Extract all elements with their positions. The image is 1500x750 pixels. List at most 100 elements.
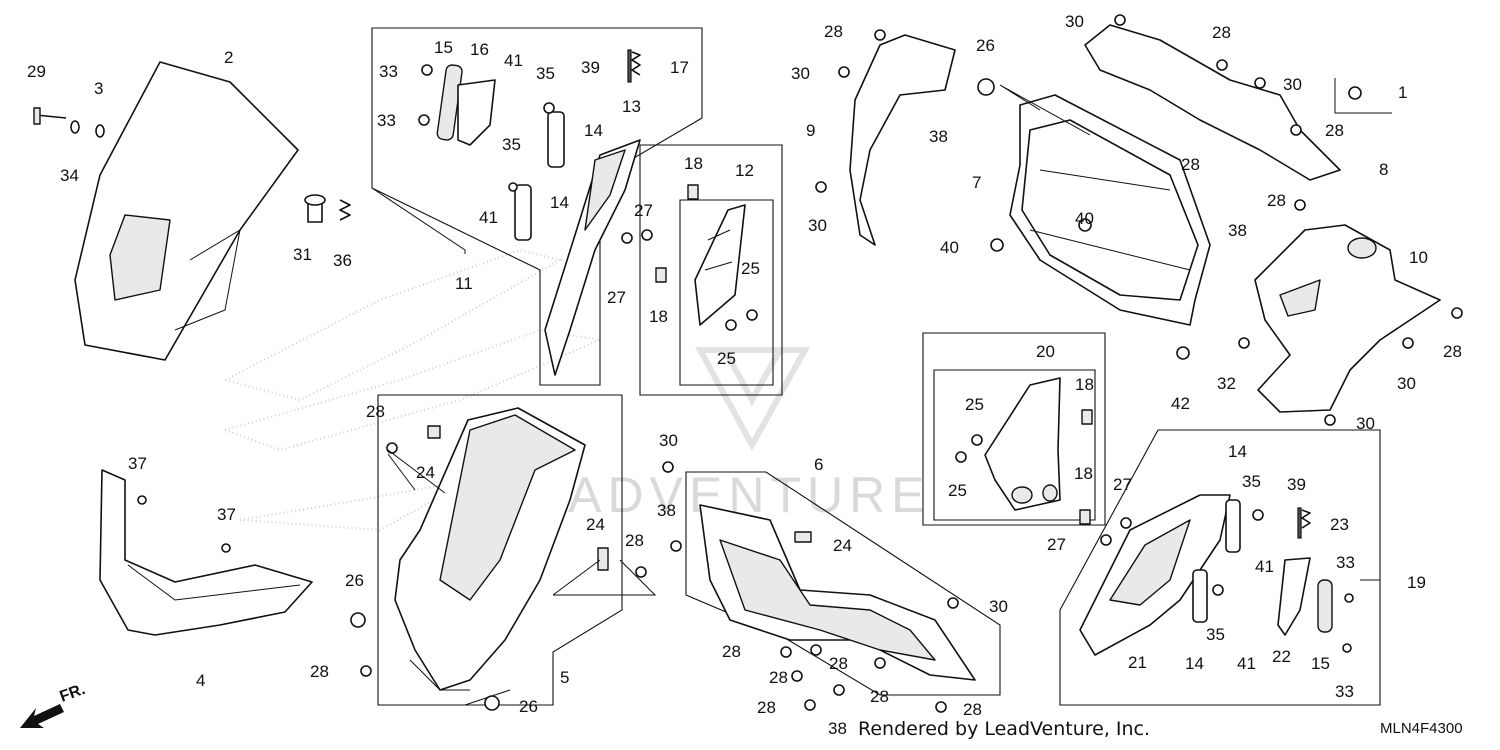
callout-labels: 1 2 3 4 5 6 7 8 9 10 11 12 13 14 14 14 1…	[27, 12, 1462, 738]
callout-18d: 18	[1074, 464, 1093, 483]
callout-27c: 27	[1113, 475, 1132, 494]
callout-6: 6	[814, 455, 823, 474]
callout-18b: 18	[649, 307, 668, 326]
callout-14b: 14	[550, 193, 569, 212]
callout-38d: 38	[828, 719, 847, 738]
callout-28i: 28	[310, 662, 329, 681]
callout-30b: 30	[791, 64, 810, 83]
bracket-part-20	[984, 377, 1061, 511]
callout-35b: 35	[502, 135, 521, 154]
callout-35d: 35	[1206, 625, 1225, 644]
callout-41b: 41	[479, 208, 498, 227]
callout-14c: 14	[1228, 442, 1247, 461]
callout-28g: 28	[366, 402, 385, 421]
callout-40b: 40	[940, 238, 959, 257]
cover-part-21	[1079, 494, 1231, 656]
group-frames	[371, 27, 1392, 706]
front-cowl-part-5	[394, 407, 586, 691]
clip-part-14d	[1192, 569, 1208, 623]
callout-25c: 25	[965, 395, 984, 414]
callout-28j: 28	[722, 642, 741, 661]
callout-28k: 28	[829, 654, 848, 673]
callout-25a: 25	[741, 259, 760, 278]
callout-16: 16	[470, 40, 489, 59]
callout-28d: 28	[1181, 155, 1200, 174]
callout-28a: 28	[824, 22, 843, 41]
stay-part-7	[1009, 94, 1211, 326]
callout-33a: 33	[379, 62, 398, 81]
leader-lines	[371, 84, 1380, 706]
callout-35a: 35	[536, 64, 555, 83]
callout-30e: 30	[1397, 374, 1416, 393]
spring-nut-part-36	[339, 199, 351, 221]
callout-4: 4	[196, 671, 205, 690]
callout-23: 23	[1330, 515, 1349, 534]
spring-part-17	[627, 49, 641, 83]
callout-18a: 18	[684, 154, 703, 173]
callout-2: 2	[224, 48, 233, 67]
callout-30h: 30	[989, 597, 1008, 616]
callout-15a: 15	[434, 38, 453, 57]
under-cover-part-6	[699, 504, 976, 681]
callout-36: 36	[333, 251, 352, 270]
rubber-part-15b	[1317, 579, 1333, 633]
callout-28n: 28	[757, 698, 776, 717]
callout-37b: 37	[217, 505, 236, 524]
screw-part-29	[33, 107, 67, 125]
callout-31: 31	[293, 245, 312, 264]
washer-part-3	[95, 124, 105, 138]
washer-part-34	[70, 120, 80, 134]
fasteners	[137, 14, 1463, 713]
diagram-code: MLN4F4300	[1380, 720, 1463, 737]
nut-part-18d	[1079, 509, 1091, 525]
callout-29: 29	[27, 62, 46, 81]
callout-41a: 41	[504, 51, 523, 70]
stay-part-13	[544, 139, 641, 376]
callout-18c: 18	[1075, 375, 1094, 394]
callout-5: 5	[560, 668, 569, 687]
garnish-part-4	[99, 469, 313, 636]
callout-41c: 41	[1255, 557, 1274, 576]
callout-28e: 28	[1267, 191, 1286, 210]
callout-28h: 28	[625, 531, 644, 550]
clip-part-14a	[547, 111, 565, 168]
callout-38b: 38	[1228, 221, 1247, 240]
cover-part-16	[457, 79, 496, 146]
callout-33b: 33	[377, 111, 396, 130]
front-direction-arrow: FR.	[20, 681, 88, 728]
callout-33d: 33	[1335, 682, 1354, 701]
callout-39a: 39	[581, 58, 600, 77]
callout-28c: 28	[1325, 121, 1344, 140]
callout-28f: 28	[1443, 342, 1462, 361]
callout-38c: 38	[657, 501, 676, 520]
callout-32: 32	[1217, 374, 1236, 393]
callout-11: 11	[455, 274, 473, 293]
callout-20: 20	[1036, 342, 1055, 361]
callout-40a: 40	[1075, 209, 1094, 228]
callout-30a: 30	[1065, 12, 1084, 31]
callout-37a: 37	[128, 454, 147, 473]
inner-panel-part-9	[849, 34, 956, 246]
callout-10: 10	[1409, 248, 1428, 267]
callout-24b: 24	[586, 515, 605, 534]
nut-part-18a	[687, 184, 699, 200]
callout-30f: 30	[1356, 414, 1375, 433]
callout-1: 1	[1398, 83, 1407, 102]
callout-26c: 26	[519, 697, 538, 716]
callout-35c: 35	[1242, 472, 1261, 491]
spring-part-23	[1297, 507, 1311, 539]
callout-25d: 25	[948, 481, 967, 500]
callout-38a: 38	[929, 127, 948, 146]
callout-39b: 39	[1287, 475, 1306, 494]
callout-27d: 27	[1047, 535, 1066, 554]
callout-15b: 15	[1311, 654, 1330, 673]
panel-part-8	[1084, 24, 1341, 181]
windscreen-part-2	[74, 61, 299, 361]
cover-part-22	[1277, 557, 1311, 636]
bracket-part-12	[694, 204, 746, 326]
callout-41d: 41	[1237, 654, 1256, 673]
callout-30d: 30	[808, 216, 827, 235]
callout-30g: 30	[659, 431, 678, 450]
rendered-by-caption: Rendered by LeadVenture, Inc.	[858, 718, 1151, 740]
